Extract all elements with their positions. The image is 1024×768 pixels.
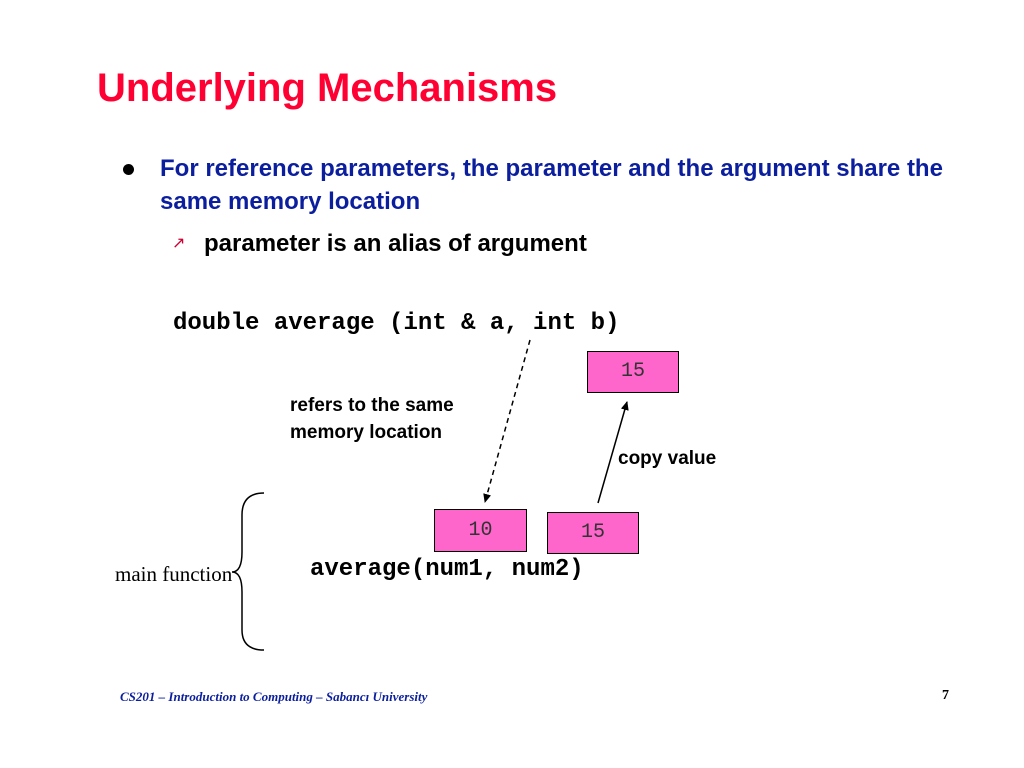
bullet-text: For reference parameters, the parameter … <box>160 155 943 215</box>
reference-label: refers to the same memory location <box>290 395 454 443</box>
main-function-label: main function <box>115 562 233 586</box>
footer-text: CS201 – Introduction to Computing – Saba… <box>120 689 428 704</box>
bullet-dot-icon <box>123 164 134 175</box>
copy-value-arrow <box>597 401 629 504</box>
function-signature: double average (int & a, int b) <box>173 310 620 337</box>
main-function-brace-icon <box>231 492 265 651</box>
num1-box: 10 <box>434 509 527 552</box>
function-call: average(num1, num2) <box>310 556 584 583</box>
copy-value-label: copy value <box>618 448 717 469</box>
slide-title: Underlying Mechanisms <box>97 66 558 110</box>
num2-box: 15 <box>547 512 639 554</box>
reference-dashed-arrow <box>483 339 531 503</box>
sub-bullet-text: parameter is an alias of argument <box>204 230 587 257</box>
page-number: 7 <box>942 688 949 703</box>
arrow-northeast-icon: ↗ <box>172 235 186 252</box>
param-b-box: 15 <box>587 351 679 393</box>
